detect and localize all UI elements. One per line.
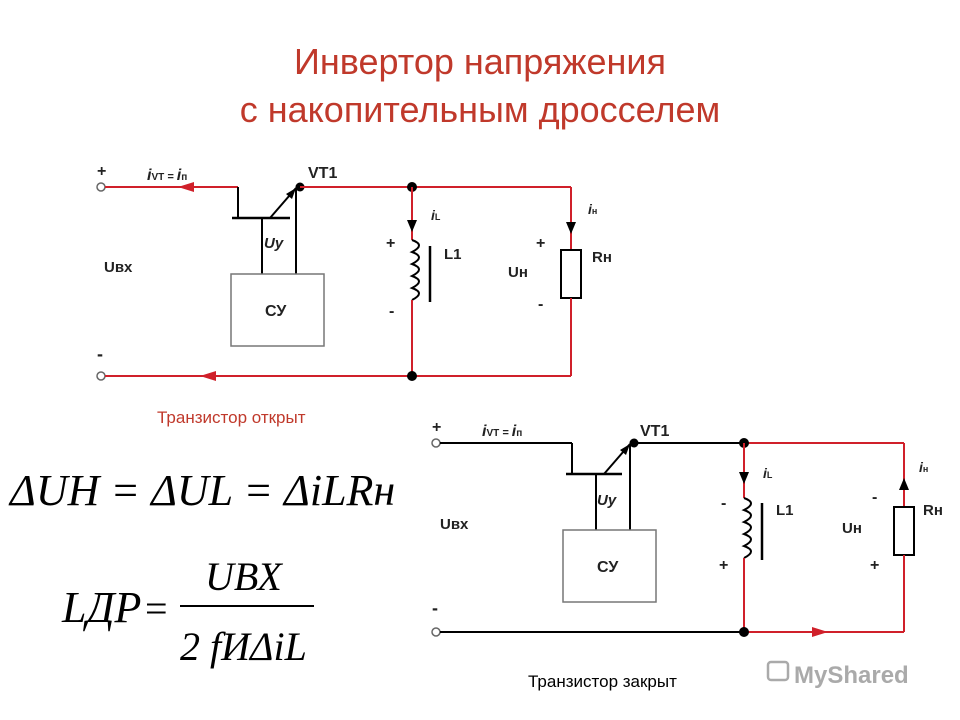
watermark-logo-icon bbox=[766, 660, 790, 682]
formula-2-lhs: LДР bbox=[61, 583, 141, 632]
formula-2-numerator: UВХ bbox=[205, 554, 283, 599]
minus-label: - bbox=[97, 344, 103, 364]
load-resistor bbox=[560, 249, 582, 299]
terminal-minus bbox=[96, 371, 106, 381]
transistor-label: VT1 bbox=[308, 165, 337, 182]
load-resistor-label: Rн bbox=[592, 249, 612, 266]
control-unit-box bbox=[230, 273, 325, 347]
formula-1: ΔUН = ΔUL = ΔiLRн bbox=[8, 466, 395, 515]
svg-text:-: - bbox=[872, 489, 877, 506]
inductor-coil bbox=[409, 239, 420, 301]
svg-text:Uн: Uн bbox=[842, 520, 862, 537]
svg-text:=: = bbox=[145, 586, 168, 631]
svg-text:L1: L1 bbox=[776, 502, 794, 519]
svg-text:-: - bbox=[538, 296, 543, 313]
formula-inductance: LДР = UВХ 2 fИΔiL bbox=[61, 554, 314, 669]
svg-text:+: + bbox=[536, 235, 545, 252]
terminal-plus bbox=[96, 182, 106, 192]
svg-text:+: + bbox=[432, 419, 441, 436]
svg-text:+: + bbox=[386, 235, 395, 252]
formula-2-denominator: 2 fИΔiL bbox=[180, 624, 307, 669]
watermark-text: MyShared bbox=[794, 662, 909, 689]
caption-open: Транзистор открыт bbox=[157, 408, 306, 427]
formula-voltage-change: ΔUН = ΔUL = ΔiLRн bbox=[8, 466, 395, 515]
svg-text:Uвх: Uвх bbox=[440, 516, 469, 533]
svg-text:-: - bbox=[389, 303, 394, 320]
svg-text:-: - bbox=[721, 495, 726, 512]
svg-text:iL: iL bbox=[431, 207, 441, 223]
svg-text:iн: iн bbox=[919, 459, 928, 475]
svg-text:-: - bbox=[432, 598, 438, 618]
circuit-closed: + - СУ iVT = iп VT1 Uу Uвх iL L1 - bbox=[431, 419, 943, 637]
svg-text:СУ: СУ bbox=[597, 559, 619, 576]
svg-text:iVT = iп: iVT = iп bbox=[482, 423, 522, 440]
input-voltage-label: Uвх bbox=[104, 259, 133, 276]
svg-text:+: + bbox=[870, 557, 879, 574]
caption-closed: Транзистор закрыт bbox=[528, 672, 677, 691]
control-voltage-label: Uу bbox=[264, 235, 284, 252]
title-line-1: Инвертор напряжения bbox=[294, 41, 666, 82]
circuit-open: + - СУ iVT = iп VT1 bbox=[96, 163, 612, 381]
inductor-label: L1 bbox=[444, 246, 462, 263]
svg-text:iL: iL bbox=[763, 465, 773, 481]
current-arrow bbox=[178, 182, 194, 192]
svg-text:iн: iн bbox=[588, 201, 597, 217]
svg-text:Rн: Rн bbox=[923, 502, 943, 519]
watermark: MyShared bbox=[766, 660, 909, 689]
load-voltage-label: Uн bbox=[508, 264, 528, 281]
svg-text:+: + bbox=[719, 557, 728, 574]
svg-text:VT1: VT1 bbox=[640, 423, 669, 440]
control-unit-label: СУ bbox=[265, 303, 287, 320]
svg-text:iVT = iп: iVT = iп bbox=[147, 167, 187, 184]
title-line-2: с накопительным дросселем bbox=[239, 89, 721, 130]
plus-label: + bbox=[97, 163, 106, 180]
svg-text:Uу: Uу bbox=[597, 492, 617, 509]
